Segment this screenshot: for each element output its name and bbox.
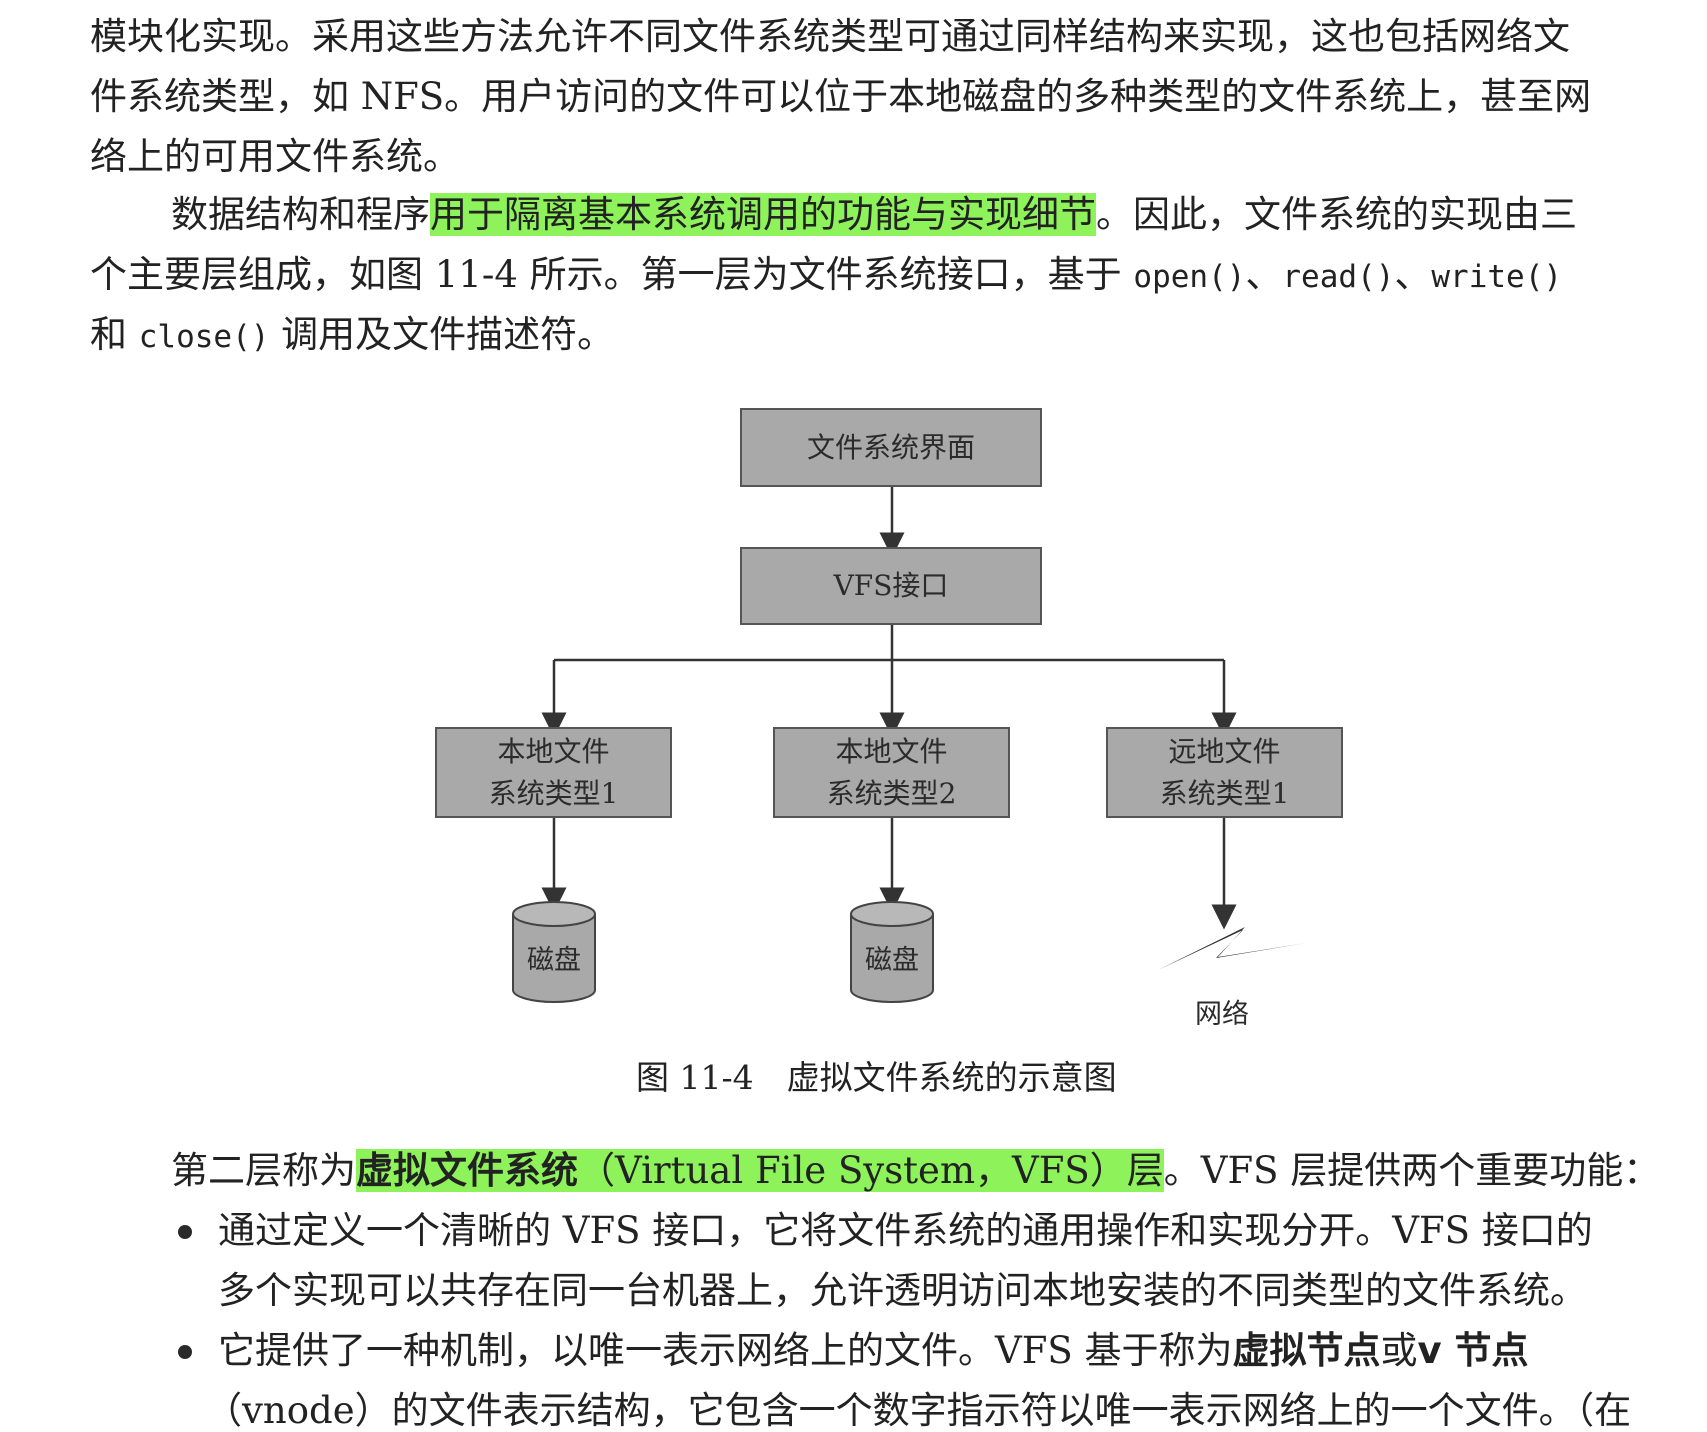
box-label: 远地文件 bbox=[1168, 734, 1281, 768]
text: 或 bbox=[1380, 1329, 1418, 1372]
disk-icon bbox=[512, 901, 596, 1003]
code-write: write() bbox=[1431, 259, 1563, 295]
code-close: close() bbox=[138, 319, 270, 355]
text: 数据结构和程序 bbox=[171, 193, 430, 236]
text: 调用及文件描述符。 bbox=[269, 313, 615, 356]
box-label: 系统类型2 bbox=[826, 776, 957, 810]
paragraph-line: 件系统类型，如 NFS。用户访问的文件可以位于本地磁盘的多种类型的文件系统上，甚… bbox=[90, 75, 1592, 118]
file-system-interface-box: 文件系统界面 bbox=[740, 408, 1042, 487]
highlighted-text: （Virtual File System，VFS）层 bbox=[578, 1149, 1164, 1192]
bold-term: 虚拟节点 bbox=[1232, 1329, 1381, 1372]
separator: 、 bbox=[1394, 253, 1432, 296]
code-read: read() bbox=[1282, 259, 1395, 295]
box-label: 系统类型1 bbox=[488, 776, 619, 810]
separator: 、 bbox=[1245, 253, 1283, 296]
network-lightning-icon bbox=[1158, 927, 1306, 970]
highlighted-term: 虚拟文件系统 bbox=[356, 1149, 578, 1192]
paragraph-line: 络上的可用文件系统。 bbox=[90, 135, 460, 178]
bullet-line: 通过定义一个清晰的 VFS 接口，它将文件系统的通用操作和实现分开。VFS 接口… bbox=[218, 1209, 1593, 1252]
remote-fs-type1-box: 远地文件系统类型1 bbox=[1106, 727, 1343, 818]
box-label: 本地文件 bbox=[497, 734, 610, 768]
text: 个主要层组成，如图 11-4 所示。第一层为文件系统接口，基于 bbox=[90, 253, 1134, 296]
highlighted-text: 用于隔离基本系统调用的功能与实现细节 bbox=[430, 193, 1096, 236]
paragraph-line: 模块化实现。采用这些方法允许不同文件系统类型可通过同样结构来实现，这也包括网络文 bbox=[90, 15, 1570, 58]
bold-term: v 节点 bbox=[1417, 1329, 1529, 1372]
local-fs-type2-box: 本地文件系统类型2 bbox=[773, 727, 1010, 818]
disk-label: 磁盘 bbox=[865, 945, 919, 976]
disk-icon bbox=[850, 901, 934, 1003]
paragraph-line: 第二层称为虚拟文件系统（Virtual File System，VFS）层。VF… bbox=[171, 1149, 1661, 1192]
bullet-icon bbox=[178, 1345, 192, 1359]
figure-caption: 图 11-4 虚拟文件系统的示意图 bbox=[636, 1058, 1117, 1097]
bullet-line: 它提供了一种机制，以唯一表示网络上的文件。VFS 基于称为虚拟节点或v 节点 bbox=[218, 1332, 1529, 1369]
text: 它提供了一种机制，以唯一表示网络上的文件。VFS 基于称为 bbox=[218, 1329, 1233, 1372]
paragraph-line: 数据结构和程序用于隔离基本系统调用的功能与实现细节。因此，文件系统的实现由三 bbox=[171, 193, 1577, 236]
bullet-line: 多个实现可以共存在同一台机器上，允许透明访问本地安装的不同类型的文件系统。 bbox=[218, 1269, 1587, 1312]
bullet-icon bbox=[178, 1225, 192, 1239]
code-open: open() bbox=[1133, 259, 1246, 295]
text: 和 bbox=[90, 313, 139, 356]
text: 第二层称为 bbox=[171, 1149, 356, 1192]
text: 。VFS 层提供两个重要功能： bbox=[1163, 1149, 1661, 1192]
box-label: 系统类型1 bbox=[1159, 776, 1290, 810]
network-label: 网络 bbox=[1195, 999, 1249, 1030]
vfs-interface-box: VFS接口 bbox=[740, 547, 1042, 625]
text: 。因此，文件系统的实现由三 bbox=[1096, 193, 1577, 236]
paragraph-line: 个主要层组成，如图 11-4 所示。第一层为文件系统接口，基于 open()、r… bbox=[90, 256, 1562, 293]
local-fs-type1-box: 本地文件系统类型1 bbox=[435, 727, 672, 818]
box-label: 本地文件 bbox=[835, 734, 948, 768]
bullet-line: （vnode）的文件表示结构，它包含一个数字指示符以唯一表示网络上的一个文件。（… bbox=[205, 1389, 1632, 1432]
disk-label: 磁盘 bbox=[527, 945, 581, 976]
paragraph-line: 和 close() 调用及文件描述符。 bbox=[90, 316, 614, 353]
